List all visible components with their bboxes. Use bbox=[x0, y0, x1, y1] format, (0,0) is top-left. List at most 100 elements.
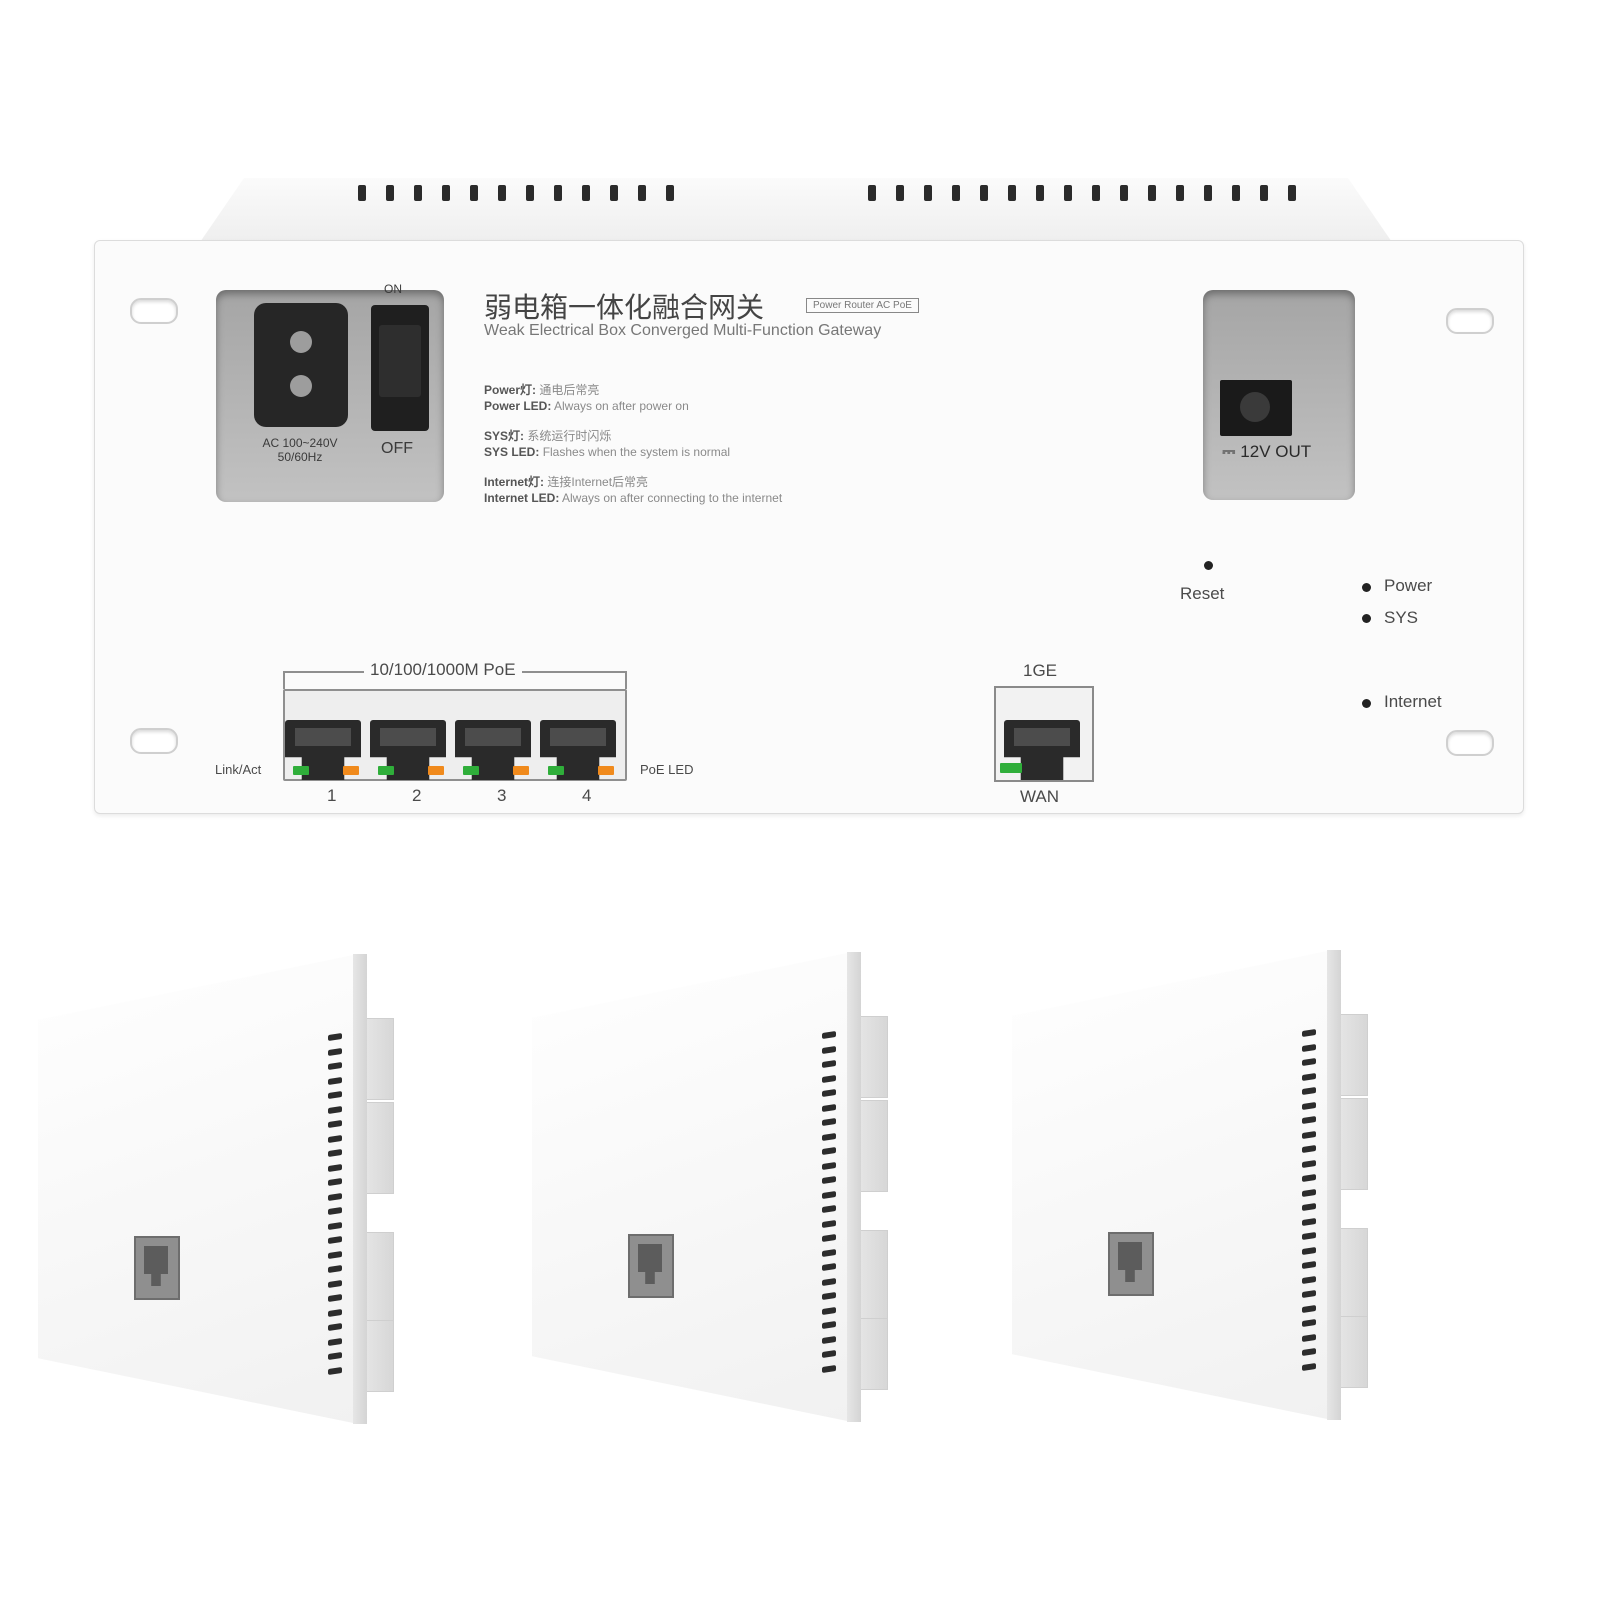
vent-slot bbox=[610, 185, 618, 201]
wall-panel-ap bbox=[532, 952, 932, 1472]
rj45-contacts bbox=[295, 728, 351, 746]
vent-slot bbox=[328, 1250, 342, 1259]
rj45-contacts bbox=[380, 728, 436, 746]
legend-text-en: Always on after power on bbox=[554, 399, 689, 413]
ac-frequency-text: 50/60Hz bbox=[277, 450, 323, 464]
ap-side-edge bbox=[353, 954, 367, 1424]
vent-slot bbox=[1302, 1333, 1316, 1342]
vent-slot bbox=[1064, 185, 1072, 201]
ap-ethernet-port[interactable] bbox=[134, 1236, 180, 1300]
vent-slot bbox=[328, 1134, 342, 1143]
legend-line-en: SYS LED: Flashes when the system is norm… bbox=[484, 444, 730, 460]
vent-slot bbox=[1302, 1217, 1316, 1226]
vent-slot bbox=[822, 1161, 836, 1170]
vent-slot bbox=[1302, 1304, 1316, 1313]
vent-slot bbox=[328, 1308, 342, 1317]
legend-text-cn: 系统运行时闪烁 bbox=[527, 429, 612, 443]
legend-line-cn: Internet灯: 连接Internet后常亮 bbox=[484, 474, 782, 490]
vent-slot bbox=[822, 1045, 836, 1054]
legend-line-cn: SYS灯: 系统运行时闪烁 bbox=[484, 428, 730, 444]
wall-panel-ap bbox=[38, 954, 438, 1474]
vent-slot bbox=[666, 185, 674, 201]
vent-slot bbox=[328, 1366, 342, 1375]
vent-slot bbox=[1176, 185, 1184, 201]
dc-out-jack[interactable] bbox=[1220, 380, 1292, 436]
switch-off-label: OFF bbox=[381, 440, 413, 457]
ac-pin-icon bbox=[290, 331, 312, 353]
poe-led bbox=[343, 766, 359, 775]
vent-slot bbox=[1302, 1159, 1316, 1168]
ap-ethernet-port[interactable] bbox=[628, 1234, 674, 1298]
ap-ethernet-port[interactable] bbox=[1108, 1232, 1154, 1296]
vent-slot bbox=[822, 1248, 836, 1257]
legend-label-cn: Internet灯: bbox=[484, 475, 545, 489]
reset-label: Reset bbox=[1180, 584, 1225, 603]
ap-front-face bbox=[38, 954, 358, 1424]
wan-link-led bbox=[1000, 763, 1022, 773]
vent-slot bbox=[470, 185, 478, 201]
vent-slot bbox=[386, 185, 394, 201]
mount-hole-top-left bbox=[130, 298, 178, 324]
vent-slot bbox=[822, 1306, 836, 1315]
ac-power-socket[interactable] bbox=[254, 303, 348, 427]
sys-indicator-label: SYS bbox=[1384, 608, 1419, 627]
rj45-contacts bbox=[465, 728, 521, 746]
legend-label-en: Internet LED: bbox=[484, 491, 560, 505]
legend-text-cn: 连接Internet后常亮 bbox=[547, 475, 649, 489]
power-switch[interactable] bbox=[371, 305, 429, 431]
ap-side-edge bbox=[847, 952, 861, 1422]
poe-led bbox=[598, 766, 614, 775]
legend-label-cn: Power灯: bbox=[484, 383, 537, 397]
vent-slot bbox=[1036, 185, 1044, 201]
vent-slot bbox=[1302, 1362, 1316, 1371]
lan-port-number: 1 bbox=[327, 786, 337, 805]
wan-1ge-label: 1GE bbox=[1023, 661, 1058, 680]
gateway-title-cn: 弱电箱一体化融合网关 bbox=[484, 292, 765, 323]
link-act-label: Link/Act bbox=[215, 762, 262, 777]
legend-line-en: Internet LED: Always on after connecting… bbox=[484, 490, 782, 506]
vent-slot bbox=[328, 1047, 342, 1056]
vent-slot bbox=[1232, 185, 1240, 201]
vent-slot bbox=[1302, 1043, 1316, 1052]
vent-slot bbox=[582, 185, 590, 201]
internet-indicator bbox=[1362, 699, 1371, 708]
lan-port-number: 2 bbox=[412, 786, 422, 805]
gateway-title-en: Weak Electrical Box Converged Multi-Func… bbox=[484, 322, 882, 339]
model-tag: Power Router AC PoE bbox=[806, 298, 919, 313]
reset-pinhole[interactable] bbox=[1204, 561, 1213, 570]
vent-slot bbox=[896, 185, 904, 201]
vent-slot bbox=[328, 1105, 342, 1114]
legend-text-en: Always on after connecting to the intern… bbox=[562, 491, 783, 505]
ac-voltage-label: AC 100~240V 50/60Hz bbox=[250, 436, 350, 464]
link-act-led bbox=[293, 766, 309, 775]
vent-slot bbox=[328, 1337, 342, 1346]
vent-slot bbox=[822, 1132, 836, 1141]
rj45-contacts bbox=[1118, 1242, 1142, 1282]
poe-group-label: 10/100/1000M PoE bbox=[364, 660, 522, 680]
sys-indicator bbox=[1362, 614, 1371, 623]
vent-slot bbox=[1302, 1188, 1316, 1197]
poe-led bbox=[428, 766, 444, 775]
vent-slot bbox=[1148, 185, 1156, 201]
mount-hole-bottom-right bbox=[1446, 730, 1494, 756]
vent-slot bbox=[1260, 185, 1268, 201]
lan-port-number: 4 bbox=[582, 786, 592, 805]
mount-hole-bottom-left bbox=[130, 728, 178, 754]
vent-slot bbox=[1302, 1275, 1316, 1284]
dc-out-text: 12V OUT bbox=[1240, 442, 1312, 461]
power-indicator-label: Power bbox=[1384, 576, 1433, 595]
poe-led-label: PoE LED bbox=[640, 762, 694, 777]
vent-slot bbox=[1302, 1101, 1316, 1110]
vent-slot bbox=[1120, 185, 1128, 201]
vent-slot bbox=[554, 185, 562, 201]
ap-front-face bbox=[1012, 950, 1332, 1420]
vent-slot bbox=[328, 1279, 342, 1288]
vent-slot bbox=[328, 1076, 342, 1085]
ap-front-face bbox=[532, 952, 852, 1422]
vent-slot bbox=[822, 1335, 836, 1344]
power-indicator bbox=[1362, 583, 1371, 592]
